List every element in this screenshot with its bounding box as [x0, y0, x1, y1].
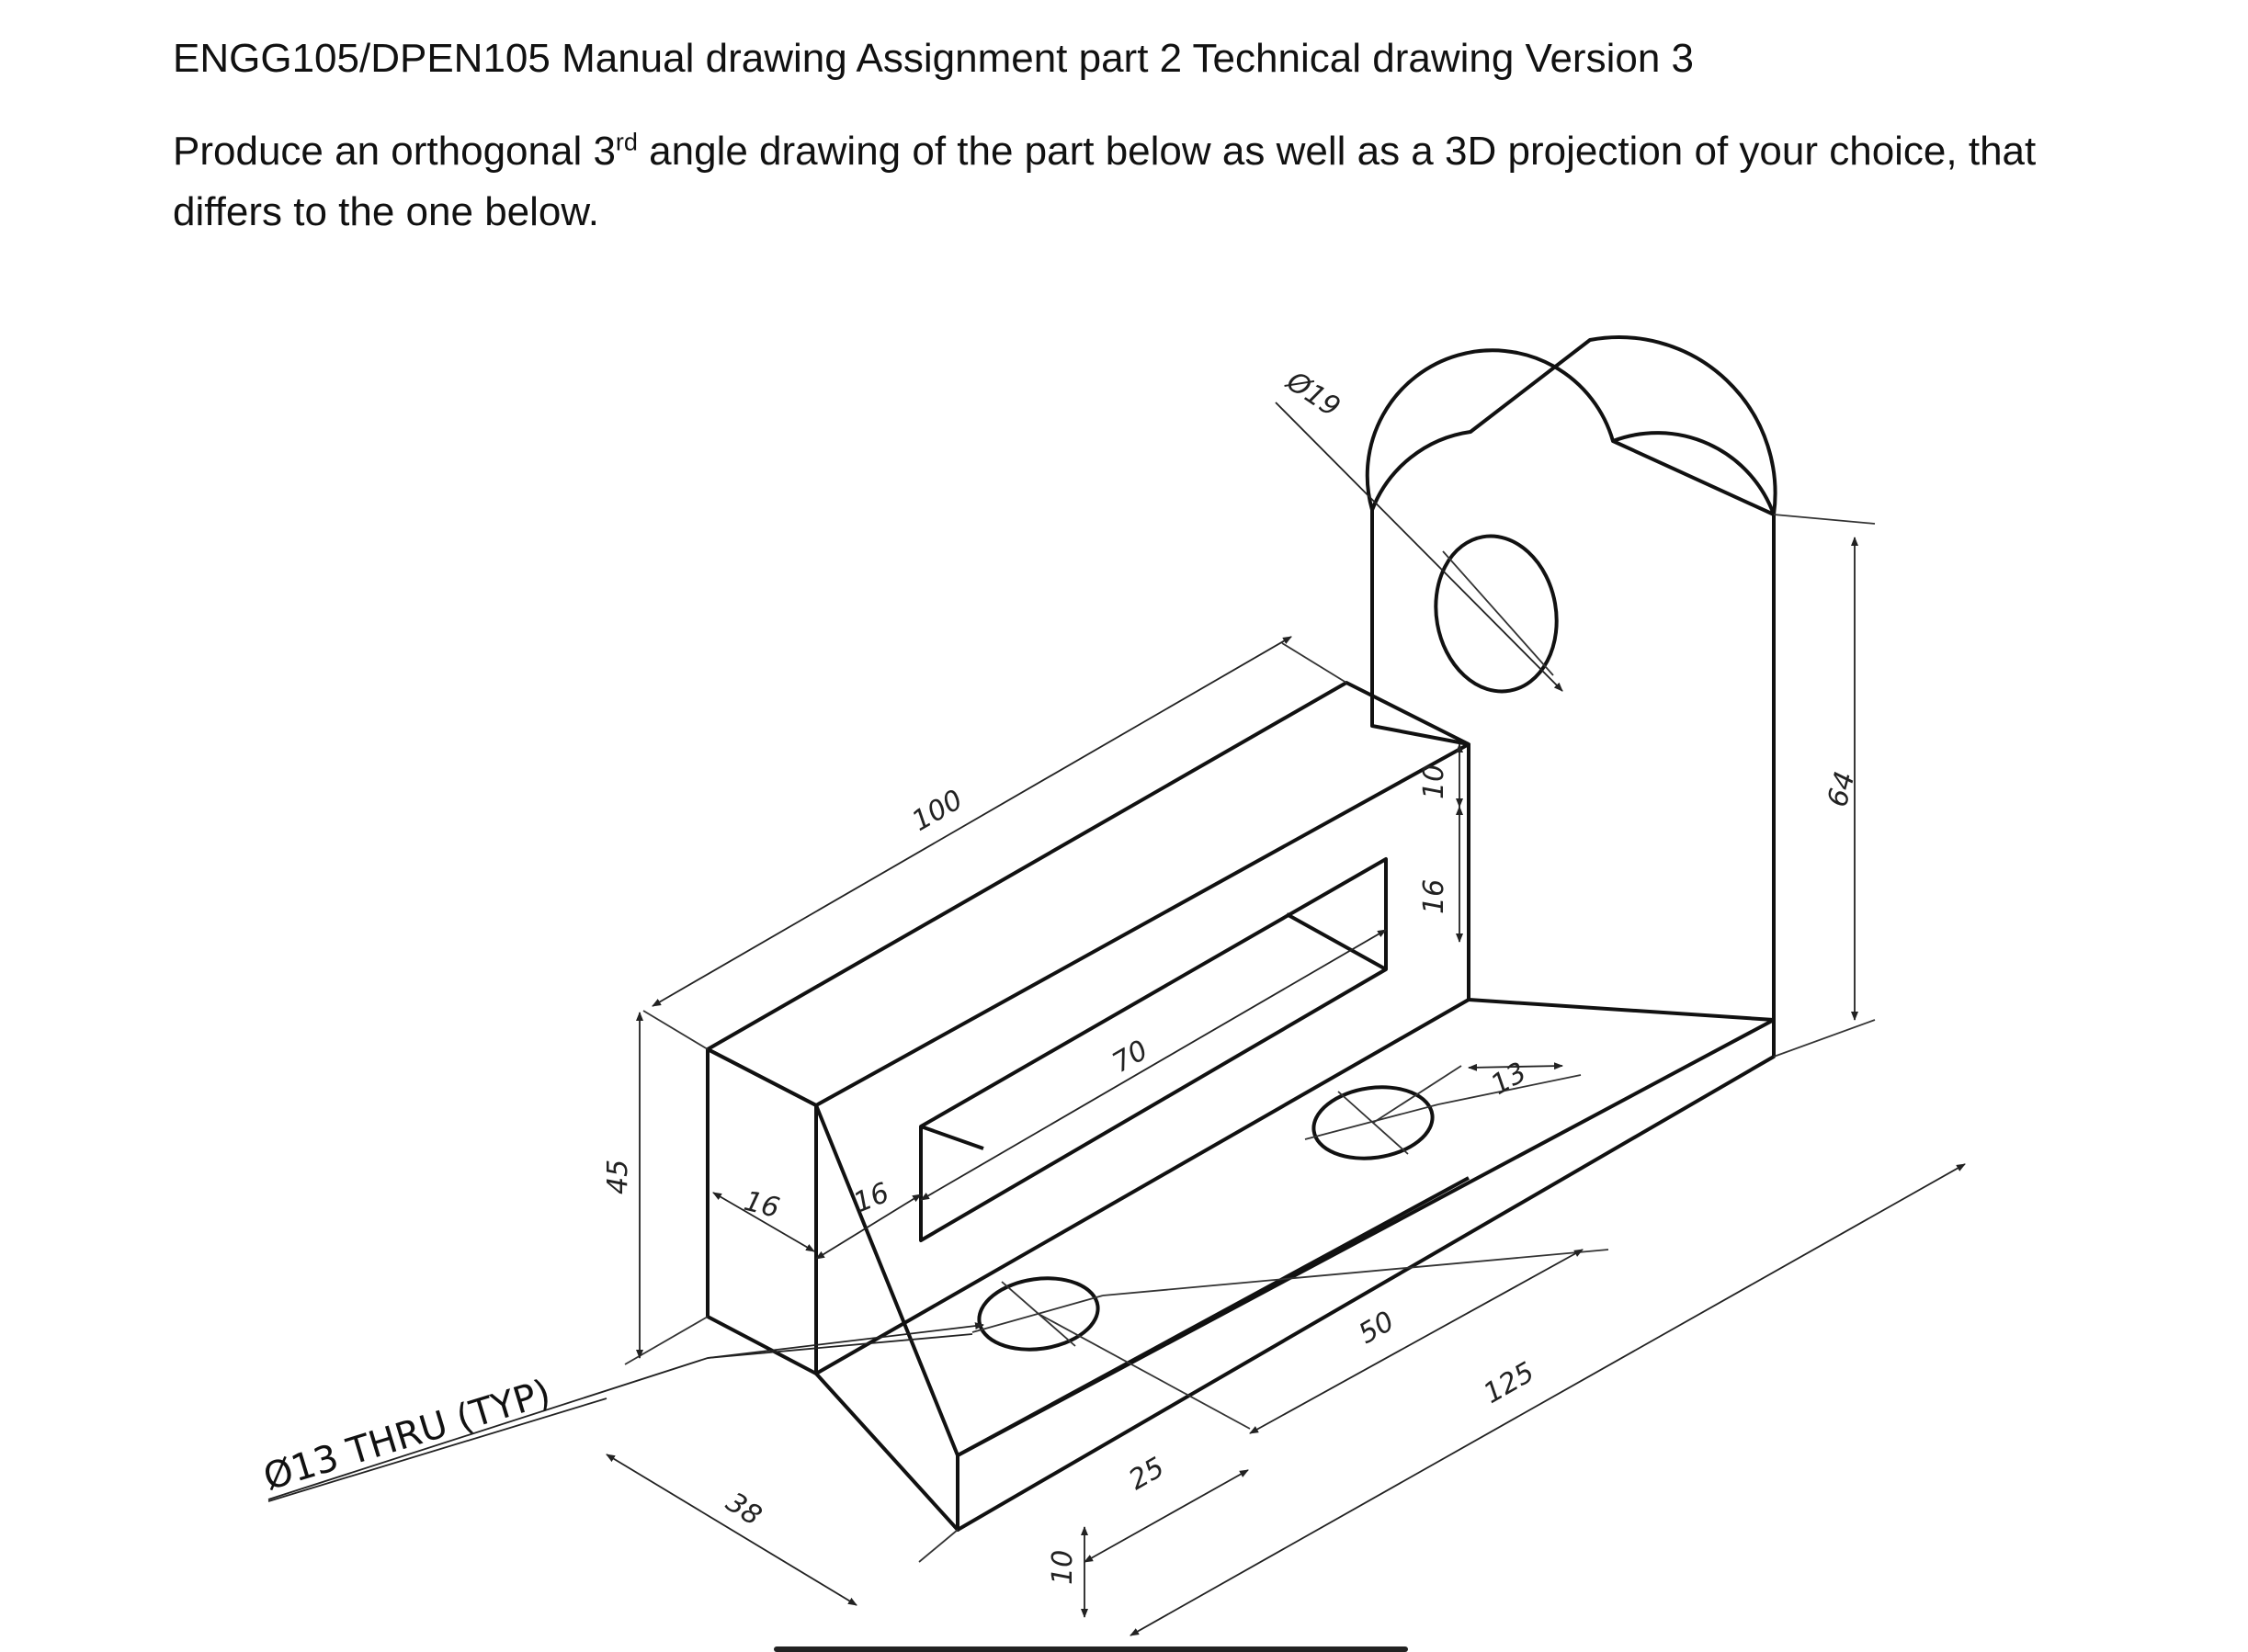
dim-line-16-left [712, 1192, 815, 1252]
dim-text-19: Ø19 [1279, 364, 1345, 424]
dim-line-70 [920, 929, 1387, 1201]
dim-text-25: 25 [1124, 1452, 1171, 1497]
dim-line-16-right [815, 1194, 922, 1260]
dim-text-16-left: 16 [741, 1185, 783, 1225]
dim-text-10-top: 10 [1418, 764, 1450, 799]
top-rail-face [706, 681, 1470, 1107]
dim-text-16-right: 16 [849, 1177, 894, 1220]
dim-line-100 [652, 636, 1292, 1007]
base-top-edge [957, 1176, 1470, 1457]
slot-inner-top [920, 1125, 984, 1150]
upright-front-profile [1365, 348, 1776, 1020]
upright-hole [1434, 534, 1559, 694]
callout-underline [267, 1397, 607, 1502]
dim-text-125: 125 [1479, 1356, 1540, 1410]
dim-line-38 [606, 1454, 857, 1606]
base-right-edge [1468, 998, 1775, 1022]
dim-line-50 [1249, 1249, 1584, 1434]
dim-text-10-base: 10 [1047, 1550, 1079, 1585]
dim-text-38: 38 [721, 1487, 767, 1533]
instructions-part1: Produce an orthogonal 3 [173, 129, 616, 174]
dim-line-13 [1468, 1062, 1563, 1071]
instructions-superscript: rd [615, 128, 638, 156]
slot-inner-back [1286, 912, 1387, 971]
dim-line-125 [1130, 1163, 1966, 1636]
dim-text-50: 50 [1354, 1306, 1401, 1351]
end-block-front-face [814, 1103, 959, 1532]
construction-lines [624, 514, 1876, 1563]
callout-text: Ø13 THRU (TYP) [258, 1372, 555, 1499]
base-hole-left [977, 1276, 1100, 1352]
dim-line-25 [1084, 1469, 1249, 1563]
dim-text-45: 45 [602, 1160, 634, 1194]
dimension-lines [267, 402, 1966, 1636]
dim-text-16-slot: 16 [1418, 879, 1450, 914]
dim-text-64: 64 [1822, 768, 1862, 810]
instructions-part2: angle drawing of the part below as well … [173, 129, 2037, 234]
dim-line-19 [1275, 402, 1563, 692]
upright-side-edge [1612, 439, 1775, 516]
dim-text-70: 70 [1107, 1035, 1154, 1080]
callout-leader [267, 1322, 984, 1500]
page-bottom-bar [774, 1646, 1408, 1652]
base-front-face [956, 1018, 1776, 1532]
dim-text-13: 13 [1486, 1057, 1533, 1102]
part-outline [706, 335, 1777, 1532]
slot-window [919, 857, 1388, 1242]
instructions-text: Produce an orthogonal 3rd angle drawing … [173, 121, 2140, 243]
page-title: ENGG105/DPEN105 Manual drawing Assignmen… [173, 36, 1694, 81]
upright-top-arc [1370, 335, 1777, 515]
